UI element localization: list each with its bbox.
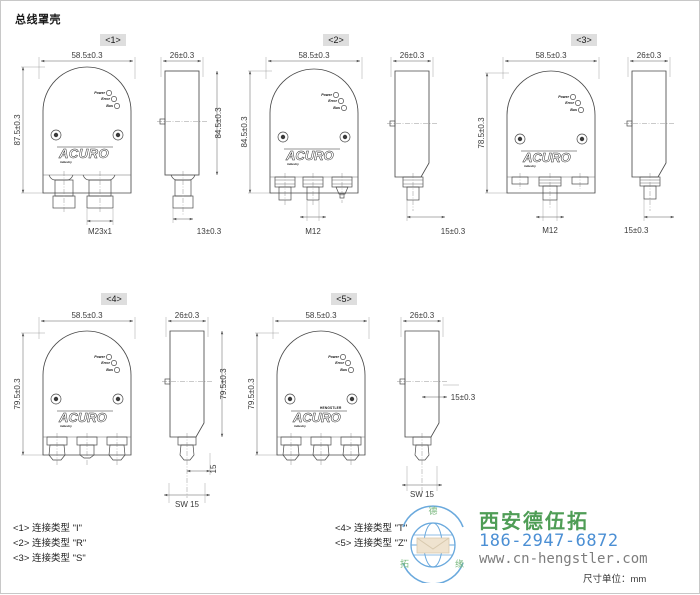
- figure-3-group: <3> 58.5±0.3 78.5±0.3 Power: [477, 34, 675, 235]
- figure-1-label: <1>: [105, 35, 121, 45]
- figure-4-label: <4>: [106, 294, 122, 304]
- figure-3-brand: ACURO: [522, 150, 571, 165]
- svg-text:拓: 拓: [400, 558, 409, 570]
- figure-4-side-bottom-dim: 15: [209, 464, 218, 473]
- figure-4-side-width-dim: 26±0.3: [175, 311, 200, 320]
- legend-item-1: <1> 连接类型 "I": [13, 523, 83, 534]
- figure-5-led-power: Power: [328, 355, 339, 359]
- legend-item-2: <2> 连接类型 "R": [13, 538, 87, 549]
- figure-4-brand-sub: industry: [60, 424, 72, 428]
- legend-right: <4> 连接类型 "T" <5> 连接类型 "Z": [335, 521, 407, 551]
- figure-3-led-error: Error: [565, 101, 574, 105]
- figure-4-side-height-dim: 79.5±0.3: [219, 368, 228, 400]
- figure-1-height-dim: 87.5±0.3: [13, 114, 22, 146]
- figure-1-side-height-dim: 84.5±0.3: [214, 107, 223, 139]
- watermark-url: www.cn-hengstler.com: [479, 551, 648, 567]
- figure-5-brand: ACURO: [292, 410, 341, 425]
- figure-3-side-bottom-dim: 15±0.3: [624, 226, 649, 235]
- figure-1-brand: ACURO: [58, 146, 109, 161]
- figure-1-led-power: Power: [94, 91, 105, 95]
- figure-5-led-error: Error: [335, 361, 344, 365]
- figure-2-brand-sub: industry: [287, 162, 299, 166]
- figure-3-side-width-dim: 26±0.3: [637, 51, 662, 60]
- figure-1-width-dim: 58.5±0.3: [71, 51, 103, 60]
- figure-4-height-dim: 79.5±0.3: [13, 378, 22, 410]
- legend-left: <1> 连接类型 "I" <2> 连接类型 "R" <3> 连接类型 "S": [13, 521, 86, 566]
- legend-item-3: <3> 连接类型 "S": [13, 553, 86, 564]
- figure-2-group: <2> 58.5±0.3 84.5±0.3 Power: [240, 34, 466, 236]
- figure-5-group: <5> 58.5±0.3 79.5±0.3 Power: [247, 293, 476, 499]
- figure-5-width-dim: 58.5±0.3: [305, 311, 337, 320]
- figure-1-side-width-dim: 26±0.3: [170, 51, 195, 60]
- figure-4-group: <4> 58.5±0.3 79.5±0.3 Power: [13, 293, 228, 509]
- figure-5-label: <5>: [336, 294, 352, 304]
- unit-note: 尺寸单位：mm: [583, 574, 647, 585]
- legend-item-5: <5> 连接类型 "Z": [335, 538, 408, 549]
- figure-3-led-bus: Bus: [570, 108, 577, 112]
- figure-5-side-bottom-dim: 15±0.3: [451, 393, 476, 402]
- figure-3-width-dim: 58.5±0.3: [535, 51, 567, 60]
- figure-3-led-power: Power: [558, 95, 569, 99]
- figure-1-connector-label: M23x1: [88, 227, 113, 236]
- figure-3-brand-sub: industry: [524, 164, 536, 168]
- figure-2-led-bus: Bus: [333, 106, 340, 110]
- figure-4-brand: ACURO: [58, 410, 107, 425]
- legend-item-4: <4> 连接类型 "T": [335, 523, 408, 534]
- figure-5-wrench-dim: SW 15: [410, 490, 435, 499]
- svg-text:缘: 缘: [455, 558, 464, 570]
- figure-2-side-width-dim: 26±0.3: [400, 51, 425, 60]
- figure-5-led-bus: Bus: [340, 368, 347, 372]
- figure-2-led-error: Error: [328, 99, 337, 103]
- page-title: 总线罩壳: [15, 14, 61, 26]
- figure-1-brand-sub: industry: [60, 160, 72, 164]
- figure-3-height-dim: 78.5±0.3: [477, 117, 486, 149]
- figure-1-led-bus: Bus: [106, 104, 113, 108]
- figure-4-led-error: Error: [101, 361, 110, 365]
- figure-1-side-bottom-dim: 13±0.3: [197, 227, 222, 236]
- svg-text:德: 德: [428, 505, 437, 517]
- figure-5-brand-top: HENGSTLER: [320, 406, 342, 410]
- figure-2-connector-label: M12: [305, 227, 321, 236]
- figure-3-connector-label: M12: [542, 226, 558, 235]
- figure-2-height-dim: 84.5±0.3: [240, 116, 249, 148]
- figure-2-brand: ACURO: [285, 148, 334, 163]
- figure-2-label: <2>: [328, 35, 344, 45]
- figure-3-label: <3>: [576, 35, 592, 45]
- figure-2-led-power: Power: [321, 93, 332, 97]
- figure-5-brand-sub: industry: [294, 424, 306, 428]
- watermark: 德 拓 缘 西安德伍拓 186-2947-6872 www.cn-hengstl…: [393, 503, 693, 591]
- watermark-phone: 186-2947-6872: [479, 531, 619, 551]
- figure-4-led-bus: Bus: [106, 368, 113, 372]
- figure-4-led-power: Power: [94, 355, 105, 359]
- figure-1-led-error: Error: [101, 97, 110, 101]
- figure-4-width-dim: 58.5±0.3: [71, 311, 103, 320]
- figure-1-group: <1> 58.5±0.3 87.5±0.3: [13, 34, 223, 236]
- globe-envelope-logo-icon: 德 拓 缘: [400, 505, 464, 583]
- figure-5-height-dim: 79.5±0.3: [247, 378, 256, 410]
- figure-2-width-dim: 58.5±0.3: [298, 51, 330, 60]
- watermark-company-name: 西安德伍拓: [479, 509, 589, 533]
- figure-4-wrench-dim: SW 15: [175, 500, 200, 509]
- figure-5-side-width-dim: 26±0.3: [410, 311, 435, 320]
- figure-2-side-bottom-dim: 15±0.3: [441, 227, 466, 236]
